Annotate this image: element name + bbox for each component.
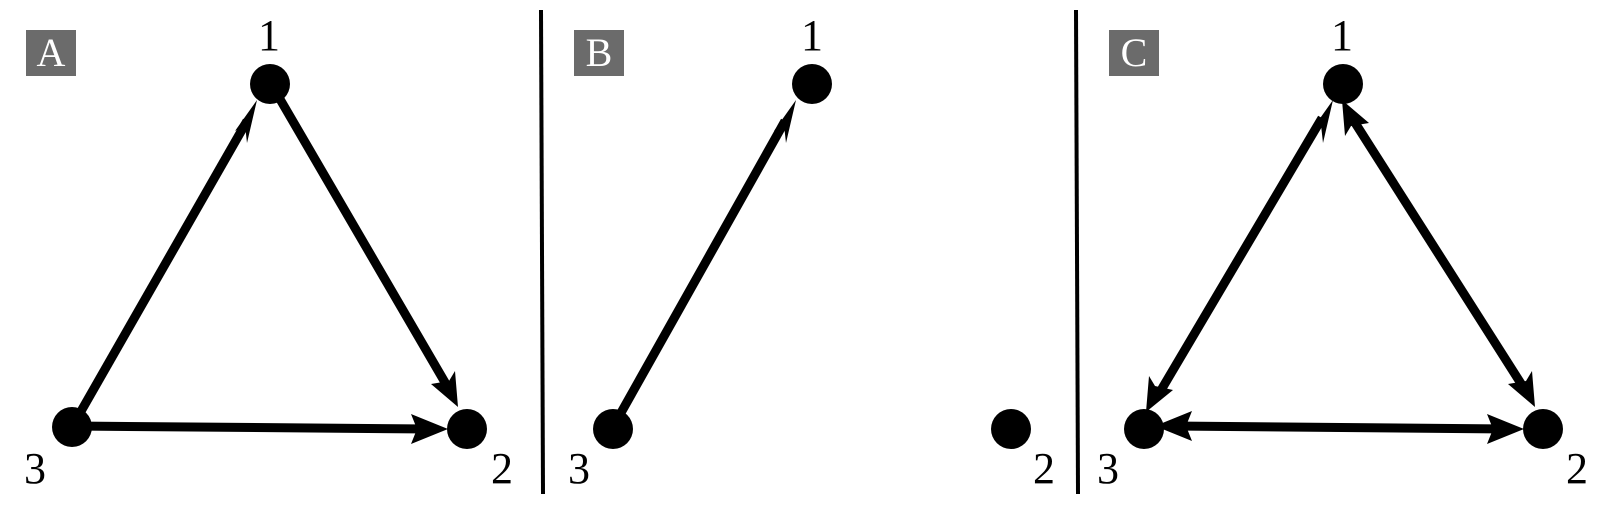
panel-c xyxy=(1124,64,1563,449)
panel-label-b: B xyxy=(574,30,624,76)
node-2 xyxy=(991,409,1031,449)
panel-label-c: C xyxy=(1109,30,1159,76)
node-1 xyxy=(1323,64,1363,104)
edge-3-to-1 xyxy=(1146,100,1333,412)
node-2 xyxy=(1523,409,1563,449)
edge-3-to-1 xyxy=(68,100,257,430)
node-label-3: 3 xyxy=(24,444,46,493)
node-label-1: 1 xyxy=(258,11,280,60)
node-2 xyxy=(447,409,487,449)
node-label-2: 2 xyxy=(491,444,513,493)
edge-1-to-2 xyxy=(266,79,458,407)
divider-line xyxy=(1074,9,1080,495)
panel-b xyxy=(593,64,1031,449)
edge-3-to-2 xyxy=(1155,411,1524,444)
node-label-3: 3 xyxy=(568,444,590,493)
node-3 xyxy=(593,409,633,449)
node-1 xyxy=(250,64,290,104)
edge-1-to-2 xyxy=(1342,100,1535,407)
edge-3-to-1 xyxy=(609,100,796,430)
node-1 xyxy=(792,64,832,104)
node-3 xyxy=(52,407,92,447)
edge-3-to-2 xyxy=(71,414,448,444)
panel-a xyxy=(52,64,487,449)
node-label-2: 2 xyxy=(1033,444,1055,493)
divider-line xyxy=(539,9,545,495)
panel-label-a: A xyxy=(26,30,76,76)
node-label-1: 1 xyxy=(801,11,823,60)
node-3 xyxy=(1124,409,1164,449)
node-label-2: 2 xyxy=(1566,444,1588,493)
node-label-1: 1 xyxy=(1331,11,1353,60)
node-label-3: 3 xyxy=(1097,444,1119,493)
